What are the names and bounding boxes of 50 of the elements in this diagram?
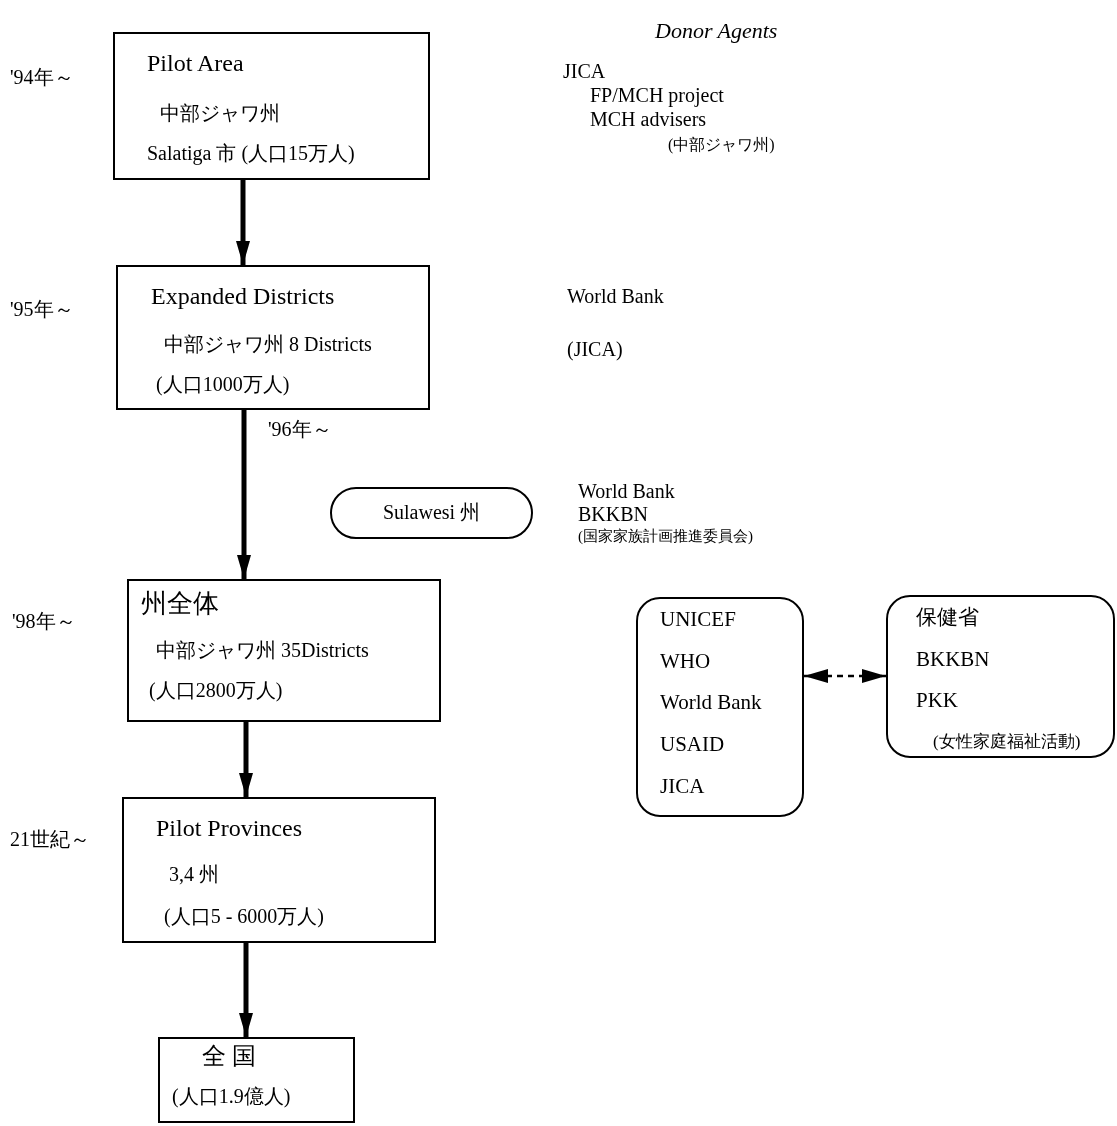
box-text: (人口1.9億人) (172, 1085, 291, 1108)
stage-box (113, 32, 430, 180)
donor-label: (国家家族計画推進委員会) (578, 528, 753, 546)
dashed-arrow (804, 669, 886, 683)
box-text: (人口1000万人) (156, 373, 290, 396)
box-heading: 州全体 (141, 589, 219, 619)
box-heading: 全 国 (202, 1043, 256, 1071)
year-label: 21世紀～ (10, 828, 90, 851)
year-label: '94年～ (10, 66, 74, 89)
arrow (239, 943, 253, 1037)
box-text: 中部ジャワ州 (160, 102, 280, 125)
box-text: Salatiga 市 (人口15万人) (147, 142, 355, 165)
box-text: BKKBN (916, 647, 990, 672)
year-label: '95年～ (10, 298, 74, 321)
box-text: (女性家庭福祉活動) (933, 732, 1081, 752)
box-heading: Expanded Districts (151, 283, 335, 311)
column-heading: Donor Agents (655, 18, 778, 44)
box-heading: Pilot Provinces (156, 815, 302, 843)
arrow (237, 410, 251, 579)
box-text: WHO (660, 649, 711, 674)
donor-label: World Bank (578, 480, 675, 503)
arrow (236, 180, 250, 265)
box-text: 3,4 州 (169, 863, 219, 886)
organization-box (636, 597, 804, 817)
donor-label: World Bank (567, 285, 664, 308)
stage-box (158, 1037, 355, 1123)
box-text: JICA (660, 774, 705, 799)
arrow (239, 722, 253, 797)
box-text: 中部ジャワ州 8 Districts (164, 333, 372, 356)
box-text: 中部ジャワ州 35Districts (156, 639, 369, 662)
donor-label: BKKBN (578, 503, 648, 526)
box-heading: Pilot Area (147, 50, 244, 78)
box-text: UNICEF (660, 607, 736, 632)
box-text: PKK (916, 688, 958, 713)
donor-label: MCH advisers (590, 108, 707, 131)
box-text: World Bank (660, 690, 762, 715)
stage-box (116, 265, 430, 410)
stage-box (127, 579, 441, 722)
donor-label: (JICA) (567, 338, 623, 361)
donor-label: FP/MCH project (590, 84, 724, 107)
box-text: Sulawesi 州 (381, 501, 482, 524)
box-text: USAID (660, 732, 725, 757)
donor-label: JICA (563, 60, 606, 83)
box-text: (人口2800万人) (149, 679, 283, 702)
box-text: (人口5 - 6000万人) (164, 905, 324, 928)
organization-box (886, 595, 1115, 758)
donor-label: (中部ジャワ州) (668, 136, 775, 155)
stage-box (122, 797, 436, 943)
year-label: '98年～ (12, 610, 76, 633)
box-text: 保健省 (916, 605, 979, 630)
